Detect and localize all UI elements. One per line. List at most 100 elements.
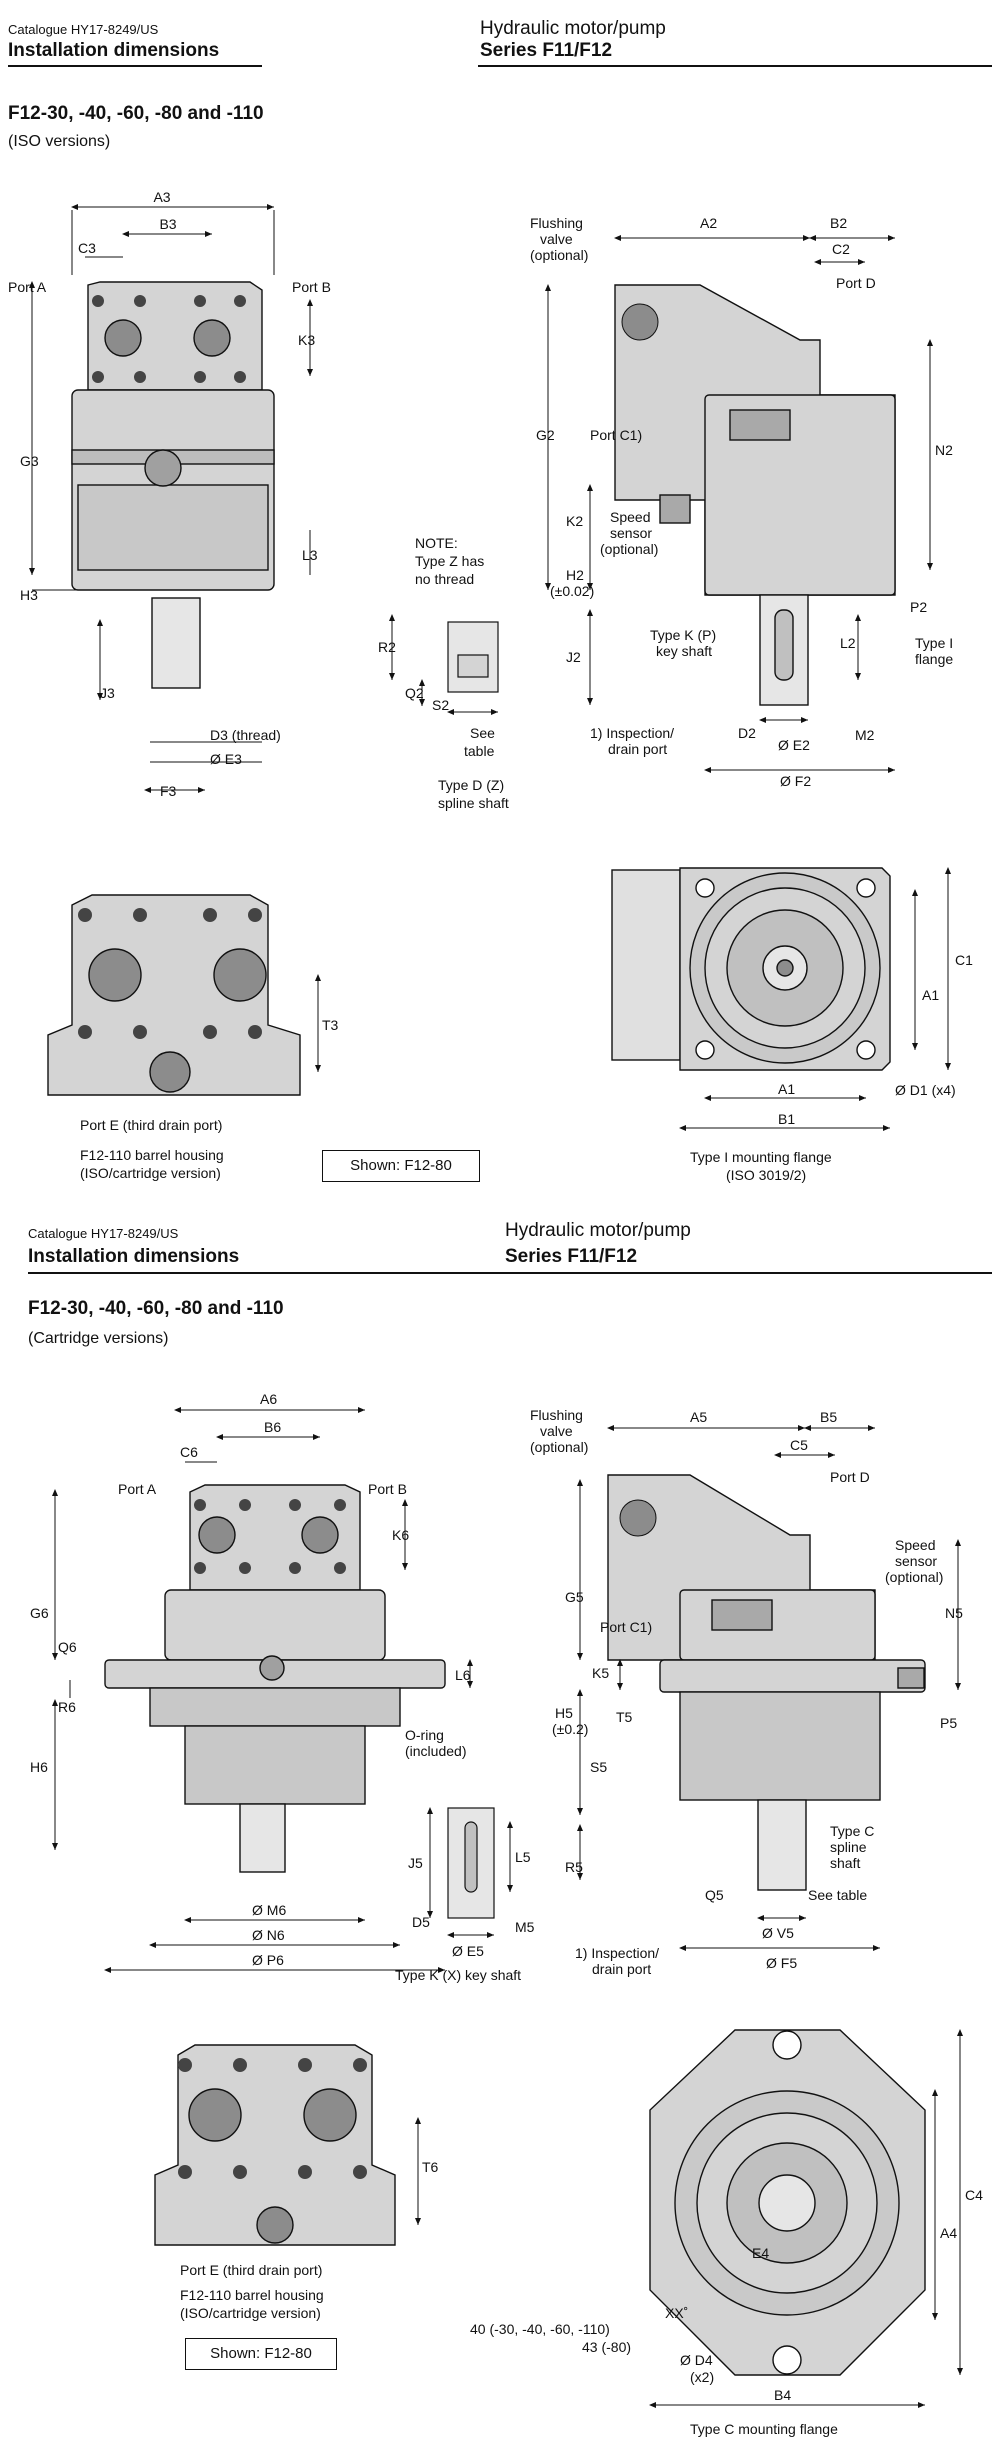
catalogue-number-2: Catalogue HY17-8249/US bbox=[28, 1226, 179, 1241]
key-shaft-title: Type K (X) key shaft bbox=[395, 1967, 521, 1983]
front-view-cartridge bbox=[104, 1484, 446, 1873]
page-subtitle: (ISO versions) bbox=[8, 133, 111, 150]
key-shaft-k bbox=[447, 1807, 495, 1919]
shown-model-box-2: Shown: F12-80 bbox=[185, 2338, 337, 2370]
dim-n6: Ø N6 bbox=[252, 1927, 285, 1943]
dim-e5: Ø E5 bbox=[452, 1943, 484, 1959]
label-flushing-b-3: (optional) bbox=[530, 1439, 588, 1455]
section-heading: Installation dimensions bbox=[8, 40, 220, 61]
header-rule-2 bbox=[28, 1272, 992, 1274]
label-inspection-b-2: drain port bbox=[592, 1961, 651, 1977]
label-port-b: Port B bbox=[292, 279, 331, 295]
flange-title: Type I mounting flange bbox=[690, 1149, 832, 1165]
dim-b1: B1 bbox=[778, 1111, 795, 1127]
label-type-i-2: flange bbox=[915, 651, 953, 667]
dim-q2: Q2 bbox=[405, 685, 424, 701]
label-barrel-2: (ISO/cartridge version) bbox=[80, 1165, 221, 1181]
label-flushing-b: Flushing bbox=[530, 1407, 583, 1423]
dim-k3: K3 bbox=[298, 332, 315, 348]
dim-see-table: See table bbox=[808, 1887, 867, 1903]
dim-q5: Q5 bbox=[705, 1887, 724, 1903]
spline-note: NOTE: bbox=[415, 535, 458, 551]
dim-b6: B6 bbox=[264, 1419, 281, 1435]
dim-d1: Ø D1 (x4) bbox=[895, 1082, 956, 1098]
series-name-2: Series F11/F12 bbox=[505, 1246, 638, 1267]
dim-angle-xx: XX˚ bbox=[665, 2305, 688, 2321]
dim-f5: Ø F5 bbox=[766, 1955, 797, 1971]
dim-a2: A2 bbox=[700, 215, 717, 231]
dim-h2: H2 bbox=[566, 567, 584, 583]
label-port-e: Port E (third drain port) bbox=[80, 1117, 222, 1133]
dim-t6: T6 bbox=[422, 2159, 439, 2175]
label-port-a-2: Port A bbox=[118, 1481, 157, 1497]
label-flushing-3: (optional) bbox=[530, 247, 588, 263]
dim-e4: E4 bbox=[752, 2245, 769, 2261]
dim-r6: R6 bbox=[58, 1699, 76, 1715]
dim-d4: Ø D4 bbox=[680, 2352, 713, 2368]
dim-b4: B4 bbox=[774, 2387, 791, 2403]
barrel-housing-cartridge bbox=[154, 2044, 396, 2246]
dim-l2: L2 bbox=[840, 635, 856, 651]
dim-a4: A4 bbox=[940, 2225, 957, 2241]
dim-h6: H6 bbox=[30, 1759, 48, 1775]
dim-c2: C2 bbox=[832, 241, 850, 257]
label-inspection: 1) Inspection/ bbox=[590, 725, 674, 741]
label-inspection-2: drain port bbox=[608, 741, 667, 757]
dim-s5: S5 bbox=[590, 1759, 607, 1775]
label-type-k-2: key shaft bbox=[656, 643, 712, 659]
page-subtitle-2: (Cartridge versions) bbox=[28, 1330, 169, 1347]
dim-e3: Ø E3 bbox=[210, 751, 242, 767]
dim-a6: A6 bbox=[260, 1391, 277, 1407]
dim-l3: L3 bbox=[302, 547, 318, 563]
spline-note-3: no thread bbox=[415, 571, 474, 587]
front-view-iso bbox=[71, 281, 275, 689]
dim-l5: L5 bbox=[515, 1849, 531, 1865]
dim-h5: H5 bbox=[555, 1705, 573, 1721]
dim-m2: M2 bbox=[855, 727, 875, 743]
catalogue-number: Catalogue HY17-8249/US bbox=[8, 22, 159, 37]
dim-d4-count: (x2) bbox=[690, 2369, 714, 2385]
dim-k2: K2 bbox=[566, 513, 583, 529]
label-type-c-3: shaft bbox=[830, 1855, 860, 1871]
label-port-a: Port A bbox=[8, 279, 47, 295]
dim-d5: D5 bbox=[412, 1914, 430, 1930]
dim-g5: G5 bbox=[565, 1589, 584, 1605]
label-barrel: F12-110 barrel housing bbox=[80, 1147, 224, 1163]
spline-note-2: Type Z has bbox=[415, 553, 484, 569]
dim-h2-tolerance: (±0.02) bbox=[550, 583, 594, 599]
dim-d3: D3 (thread) bbox=[210, 727, 281, 743]
header-rule-right bbox=[478, 65, 992, 67]
dim-t5: T5 bbox=[616, 1709, 633, 1725]
dim-s2: S2 bbox=[432, 697, 449, 713]
dim-j5: J5 bbox=[408, 1855, 423, 1871]
page-title-2: F12-30, -40, -60, -80 and -110 bbox=[28, 1298, 284, 1319]
label-speed: Speed bbox=[610, 509, 650, 525]
dim-g3: G3 bbox=[20, 453, 39, 469]
dim-c5: C5 bbox=[790, 1437, 808, 1453]
dim-d2: D2 bbox=[738, 725, 756, 741]
label-speed-b-2: sensor bbox=[895, 1553, 937, 1569]
dim-e2: Ø E2 bbox=[778, 737, 810, 753]
dim-see: See bbox=[470, 725, 495, 741]
header-rule-left bbox=[8, 65, 262, 67]
dim-r2: R2 bbox=[378, 639, 396, 655]
dim-n5: N5 bbox=[945, 1605, 963, 1621]
label-speed-3: (optional) bbox=[600, 541, 658, 557]
dim-a5: A5 bbox=[690, 1409, 707, 1425]
label-speed-2: sensor bbox=[610, 525, 652, 541]
dim-m5: M5 bbox=[515, 1919, 535, 1935]
label-port-d-2: Port D bbox=[830, 1469, 870, 1485]
dim-v5: Ø V5 bbox=[762, 1925, 794, 1941]
label-flushing-2: valve bbox=[540, 231, 573, 247]
label-type-i: Type I bbox=[915, 635, 953, 651]
flange-c-title: Type C mounting flange bbox=[690, 2421, 838, 2437]
dim-c3: C3 bbox=[78, 240, 96, 256]
label-barrel-b-2: (ISO/cartridge version) bbox=[180, 2305, 321, 2321]
dim-c4: C4 bbox=[965, 2187, 983, 2203]
flange-title-2: (ISO 3019/2) bbox=[726, 1167, 806, 1183]
dim-angle-note: 40 (-30, -40, -60, -110) bbox=[470, 2321, 610, 2337]
dim-b2: B2 bbox=[830, 215, 847, 231]
iso-drawings: A3 B3 C3 Port A Port B K3 G3 L3 H3 J3 D3… bbox=[8, 189, 973, 1183]
spline-title-2: spline shaft bbox=[438, 795, 509, 811]
